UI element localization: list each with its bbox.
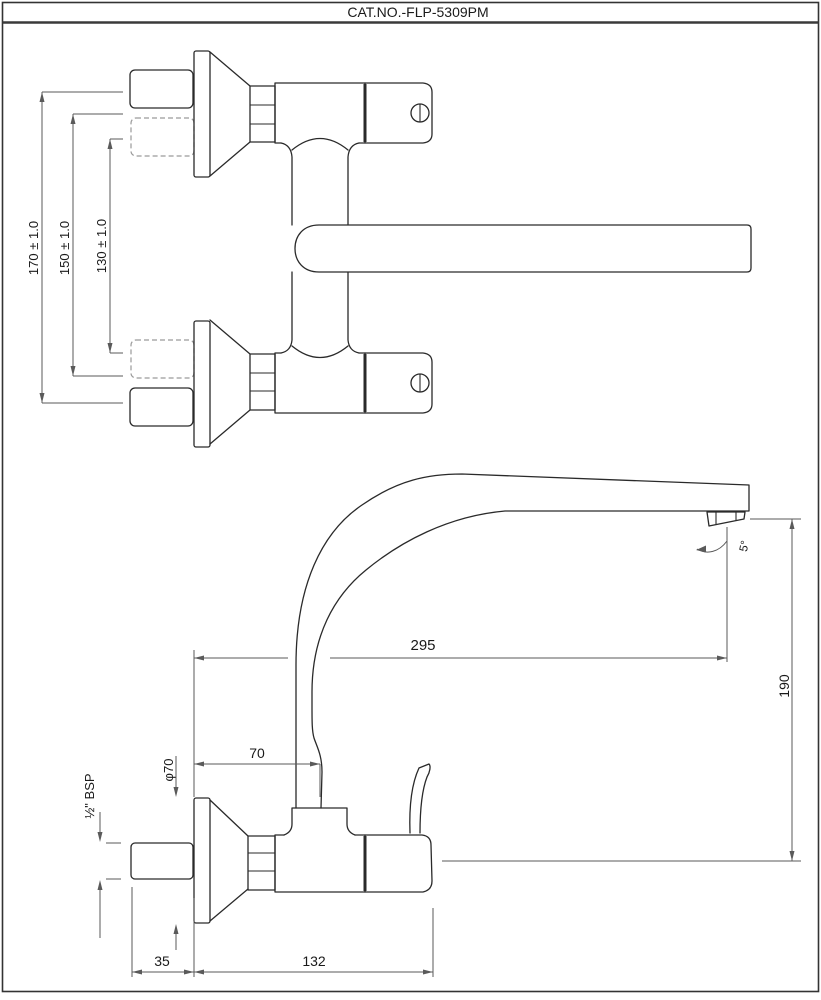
arrow-right	[423, 969, 433, 975]
wall-flange-plate-side	[193, 797, 211, 924]
inlet-pipe-upper	[129, 69, 194, 109]
handle-upper	[364, 82, 433, 144]
hidden-inlet-pipe-lower	[130, 339, 195, 379]
dim-bsp-lines	[99, 812, 121, 938]
dim-295-lines	[193, 527, 728, 797]
dim-130-label: 130 ± 1.0	[94, 219, 109, 273]
arrow-right	[717, 655, 727, 661]
top-view	[129, 50, 752, 448]
arrow-up	[97, 880, 103, 890]
dim-5deg-label: 5°	[738, 540, 752, 553]
arrow-down	[70, 366, 76, 376]
arrow-up	[70, 114, 76, 124]
arrow-left	[194, 969, 204, 975]
connector-ring-lines-side	[248, 852, 275, 872]
handle-side	[364, 834, 433, 893]
handle-lever	[409, 763, 431, 834]
arrow-up	[107, 139, 113, 149]
connector-ring-lines-upper	[250, 104, 275, 125]
wall-flange-plate-lower	[193, 320, 211, 448]
connecting-pipe	[280, 137, 360, 359]
spout-plan	[294, 224, 752, 273]
aerator	[706, 511, 746, 527]
connector-rings-upper	[249, 85, 276, 143]
dim-35-lines	[131, 887, 195, 977]
arrow-up	[173, 924, 179, 934]
valve-body-lower	[274, 352, 366, 414]
dim-190: 190	[442, 518, 801, 862]
aerator-ticks	[715, 512, 737, 524]
dim-bsp: ½" BSP	[82, 773, 121, 938]
connector-rings-side	[247, 835, 276, 891]
wall-flange-plate-upper	[193, 50, 211, 178]
dim-phi70: φ70	[161, 756, 179, 950]
arrow-down	[97, 832, 103, 842]
arrow-right	[184, 969, 194, 975]
arrow-right	[310, 761, 320, 767]
arrow-down	[39, 393, 45, 403]
arrow-down	[789, 851, 795, 861]
arrow-up	[789, 519, 795, 529]
dim-150-label: 150 ± 1.0	[57, 221, 72, 275]
valve-body-upper	[274, 82, 366, 144]
dim-132-lines	[194, 908, 434, 977]
dim-35: 35	[131, 887, 195, 977]
arrow-up	[39, 92, 45, 102]
dim-170-label: 170 ± 1.0	[26, 221, 41, 275]
arrow-left	[194, 761, 204, 767]
dim-70-lines	[194, 763, 321, 797]
dim-295-label: 295	[410, 637, 435, 654]
handle-lower	[364, 352, 433, 414]
dim-70-label: 70	[249, 745, 265, 761]
arrow-down	[107, 343, 113, 353]
dim-bsp-label: ½" BSP	[82, 773, 97, 818]
dim-phi70-label: φ70	[161, 759, 176, 782]
dim-150: 150 ± 1.0	[57, 113, 123, 377]
dim-70: 70	[194, 745, 321, 797]
dim-35-label: 35	[154, 953, 170, 969]
arrow-down	[173, 787, 179, 797]
dim-132-label: 132	[302, 953, 326, 969]
side-view	[130, 473, 750, 924]
inlet-pipe-lower	[129, 387, 194, 427]
dim-190-lines	[442, 518, 801, 862]
valve-body-side	[274, 834, 366, 893]
inlet-pipe-side	[130, 842, 194, 880]
arrow-left	[194, 655, 204, 661]
flange-cone-upper	[209, 51, 251, 177]
dim-5deg: 5°	[696, 540, 752, 553]
flange-cone-lower	[209, 319, 251, 445]
hidden-inlet-pipe-upper	[130, 117, 195, 157]
dim-130: 130 ± 1.0	[94, 138, 123, 354]
spout-curve	[295, 473, 750, 809]
dim-190-label: 190	[776, 674, 792, 698]
spout-pedestal	[283, 807, 356, 836]
dim-170: 170 ± 1.0	[26, 91, 123, 404]
dim-132: 132	[194, 908, 434, 977]
connector-ring-lines-lower	[250, 372, 275, 392]
connector-rings-lower	[249, 353, 276, 411]
flange-cone-side	[209, 799, 249, 922]
dim-150-lines	[72, 113, 123, 377]
dim-170-lines	[41, 91, 123, 404]
catalog-number: CAT.NO.-FLP-5309PM	[347, 4, 488, 20]
arrow-arc	[696, 545, 706, 553]
arrow-left	[132, 969, 142, 975]
dim-130-lines	[109, 138, 123, 354]
dim-295: 295	[193, 527, 728, 797]
